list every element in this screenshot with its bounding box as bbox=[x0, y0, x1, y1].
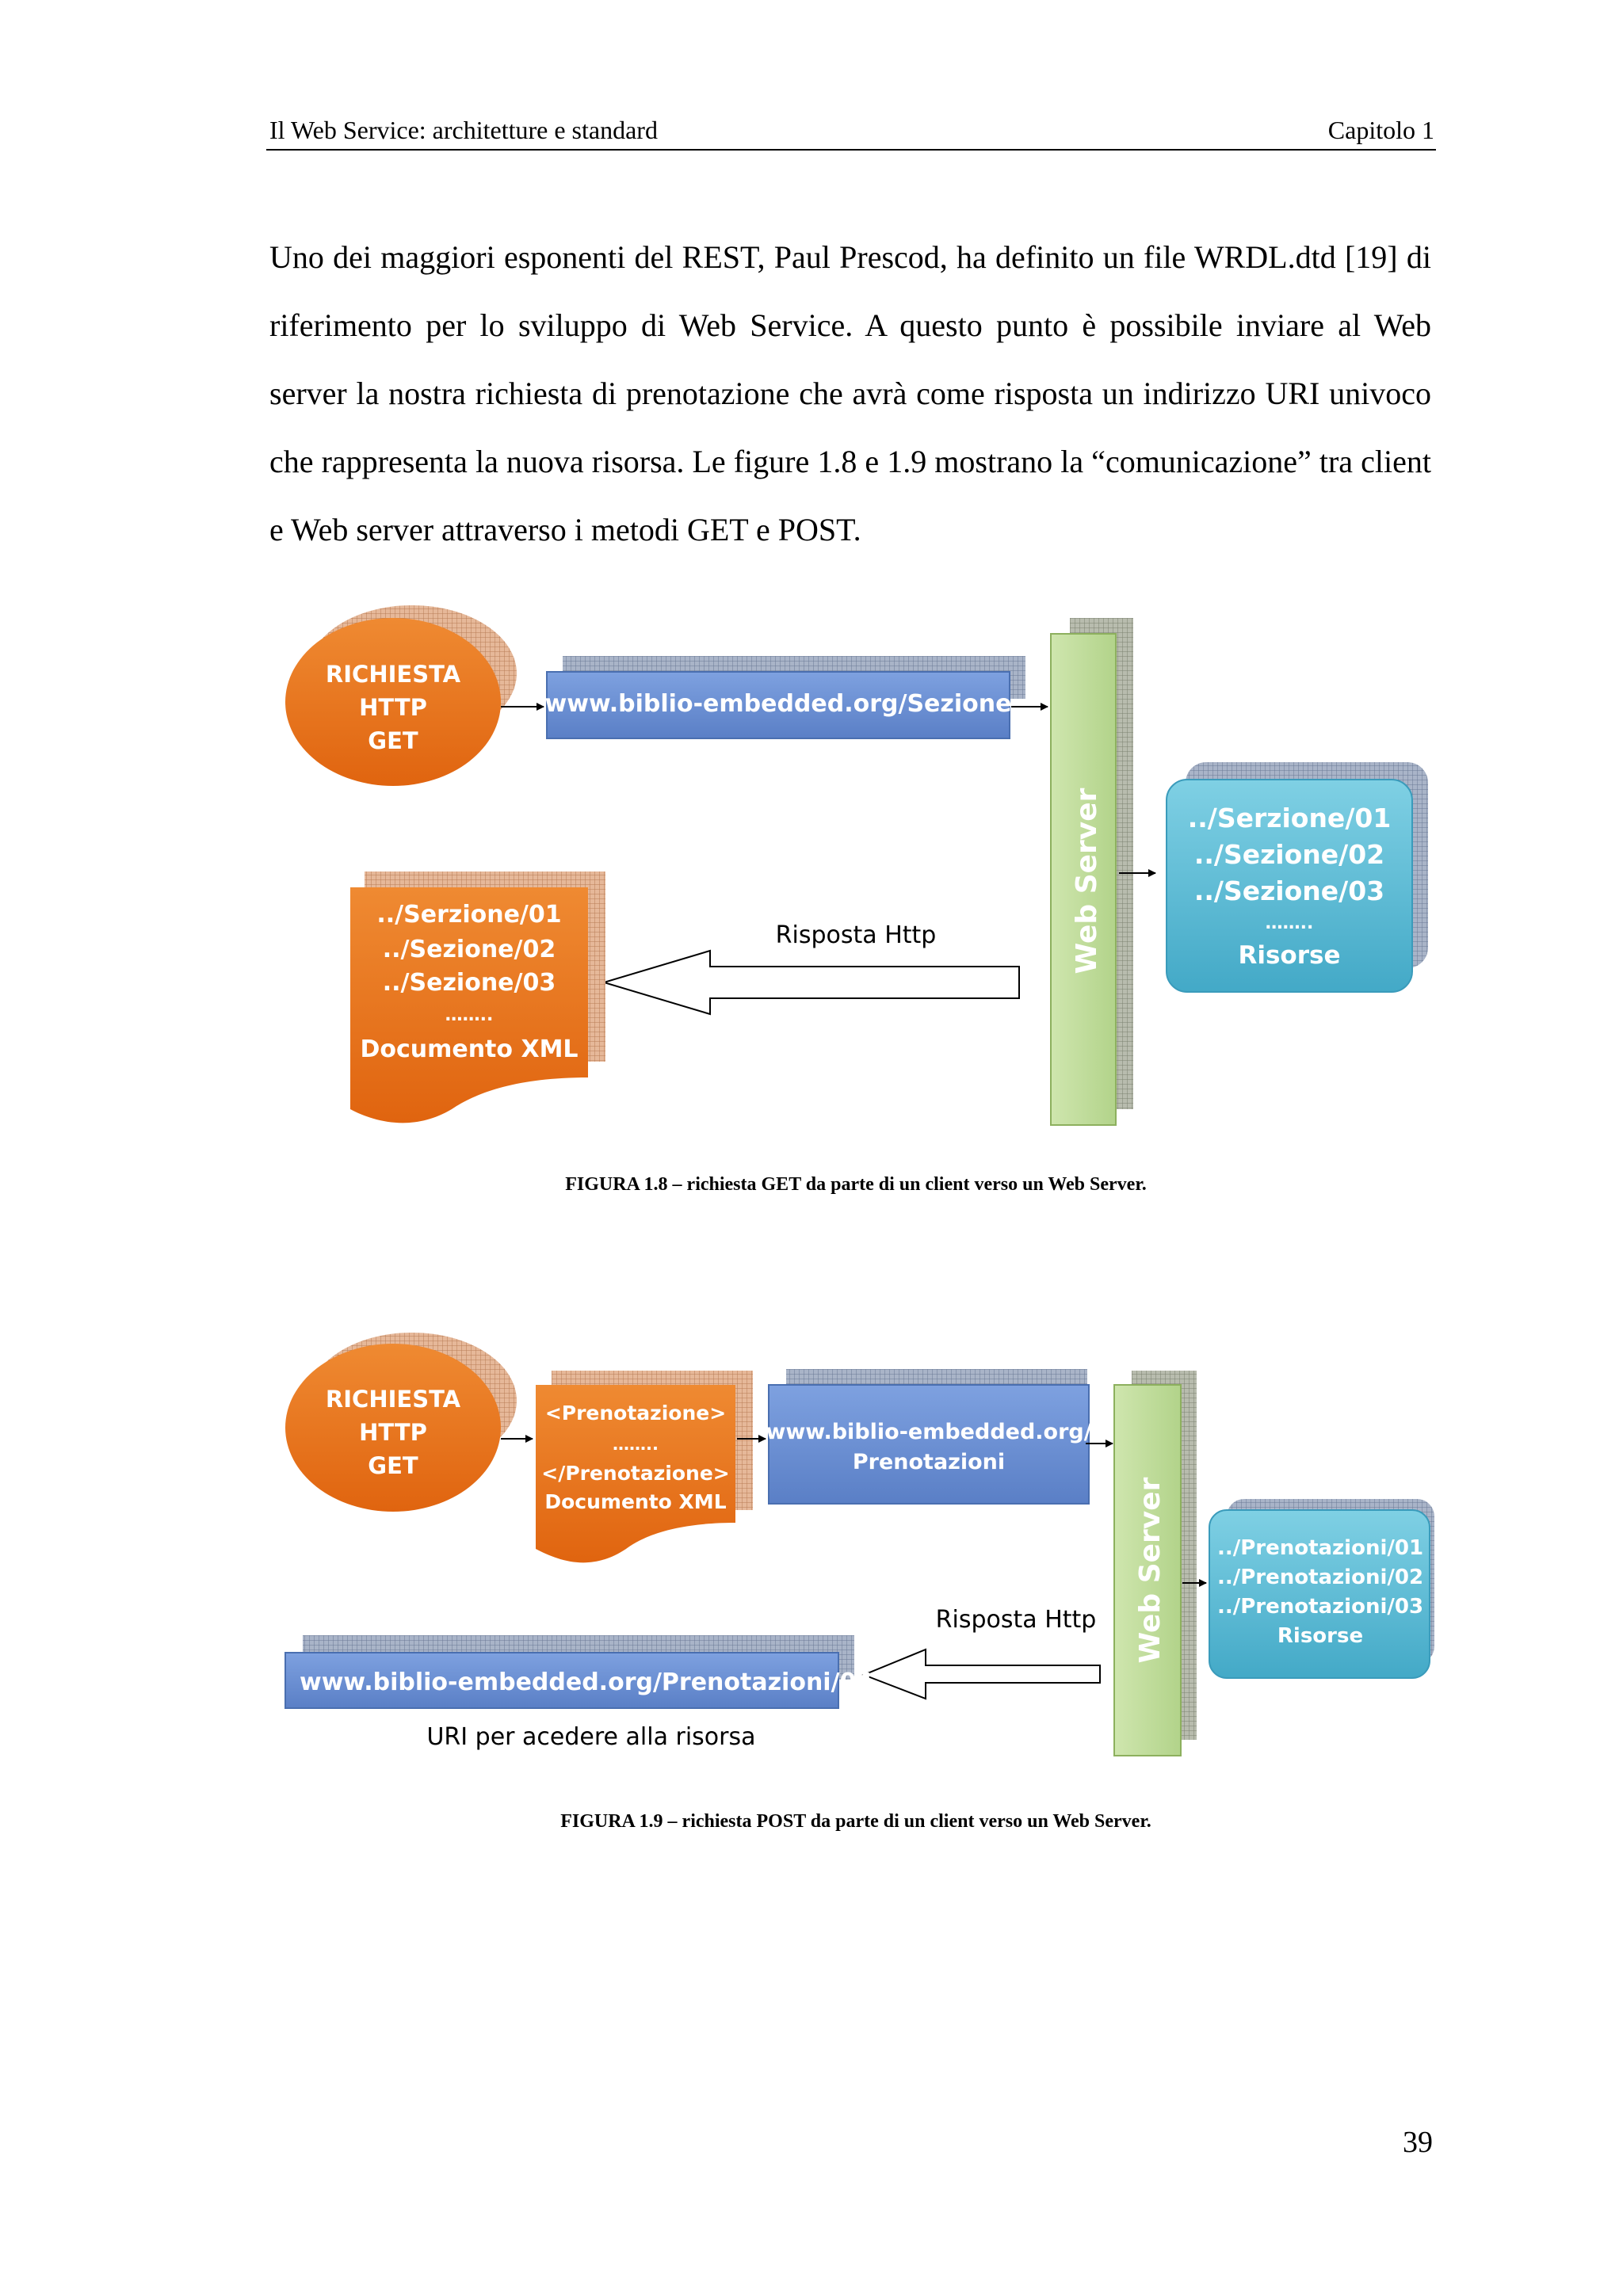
post-web-server-bar: Web Server bbox=[1113, 1371, 1197, 1756]
post-response-label: Risposta Http bbox=[936, 1606, 1097, 1634]
request-line-3: GET bbox=[368, 727, 418, 754]
web-server-label: Web Server bbox=[1071, 788, 1103, 974]
page-number: 39 bbox=[1403, 2126, 1433, 2159]
figure-1-8-caption: FIGURA 1.8 – richiesta GET da parte di u… bbox=[565, 1174, 1147, 1195]
post-web-server-label: Web Server bbox=[1134, 1477, 1167, 1663]
post-request-line-3: GET bbox=[368, 1452, 418, 1479]
xml-document: ../Serzione/01 ../Sezione/02 ../Sezione/… bbox=[350, 871, 605, 1123]
body-paragraph: Uno dei maggiori esponenti del REST, Pau… bbox=[269, 239, 1431, 547]
figure-1-8: RICHIESTA HTTP GET www.biblio-embedded.o… bbox=[285, 605, 1428, 1126]
resources-box: ../Serzione/01 ../Sezione/02 ../Sezione/… bbox=[1166, 762, 1428, 993]
response-arrow: Risposta Http bbox=[601, 921, 1020, 1016]
request-line-2: HTTP bbox=[359, 694, 427, 721]
post-document-label: Documento XML bbox=[544, 1490, 726, 1513]
result-url-text: www.biblio-embedded.org/Prenotazioni/04 bbox=[300, 1669, 873, 1696]
post-url-box: www.biblio-embedded.org/ Prenotazioni bbox=[766, 1369, 1092, 1505]
figure-1-9-caption: FIGURA 1.9 – richiesta POST da parte di … bbox=[560, 1811, 1151, 1832]
running-header-chapter: Capitolo 1 bbox=[1327, 116, 1434, 144]
header-rule bbox=[266, 149, 1436, 151]
resource-2: ../Sezione/02 bbox=[1194, 839, 1384, 870]
request-ellipse: RICHIESTA HTTP GET bbox=[285, 605, 517, 786]
document-ellipsis: …….. bbox=[445, 1005, 494, 1025]
response-label: Risposta Http bbox=[776, 921, 937, 949]
post-resource-2: ../Prenotazioni/02 bbox=[1217, 1566, 1423, 1589]
post-resource-3: ../Prenotazioni/03 bbox=[1217, 1595, 1423, 1619]
result-url-label: URI per acedere alla risorsa bbox=[426, 1723, 755, 1751]
running-header-title: Il Web Service: architetture e standard bbox=[269, 116, 658, 144]
web-server-bar: Web Server bbox=[1050, 618, 1133, 1126]
post-resources-box: ../Prenotazioni/01 ../Prenotazioni/02 ..… bbox=[1209, 1499, 1434, 1679]
post-request-line-2: HTTP bbox=[359, 1419, 427, 1446]
resource-3: ../Sezione/03 bbox=[1194, 875, 1384, 906]
post-url-line-1: www.biblio-embedded.org/ bbox=[766, 1420, 1091, 1444]
document-line-3: ../Sezione/03 bbox=[383, 969, 556, 997]
request-ellipse-post: RICHIESTA HTTP GET bbox=[285, 1333, 517, 1512]
resource-1: ../Serzione/01 bbox=[1188, 803, 1392, 833]
figure-1-9: RICHIESTA HTTP GET <Prenotazione> …….. <… bbox=[285, 1333, 1434, 1756]
resources-label: Risorse bbox=[1238, 941, 1340, 970]
post-document-line-2: </Prenotazione> bbox=[541, 1462, 729, 1485]
document-line-1: ../Serzione/01 bbox=[376, 901, 561, 929]
post-document-ellipsis: …….. bbox=[613, 1435, 659, 1454]
request-line-1: RICHIESTA bbox=[326, 661, 461, 688]
post-resources-label: Risorse bbox=[1277, 1624, 1363, 1648]
post-resource-1: ../Prenotazioni/01 bbox=[1217, 1536, 1423, 1560]
result-url-box: www.biblio-embedded.org/Prenotazioni/04 bbox=[285, 1635, 873, 1709]
post-xml-document: <Prenotazione> …….. </Prenotazione> Docu… bbox=[536, 1371, 753, 1563]
url-text: www.biblio-embedded.org/Sezione bbox=[545, 690, 1012, 718]
post-document-line-1: <Prenotazione> bbox=[545, 1402, 726, 1425]
post-url-line-2: Prenotazioni bbox=[853, 1450, 1005, 1474]
post-response-arrow: Risposta Http bbox=[861, 1606, 1101, 1700]
document-line-2: ../Sezione/02 bbox=[383, 936, 556, 963]
url-box: www.biblio-embedded.org/Sezione bbox=[545, 656, 1025, 739]
post-request-line-1: RICHIESTA bbox=[326, 1386, 461, 1413]
document-label: Documento XML bbox=[360, 1035, 578, 1063]
resource-ellipsis: …….. bbox=[1266, 913, 1314, 933]
